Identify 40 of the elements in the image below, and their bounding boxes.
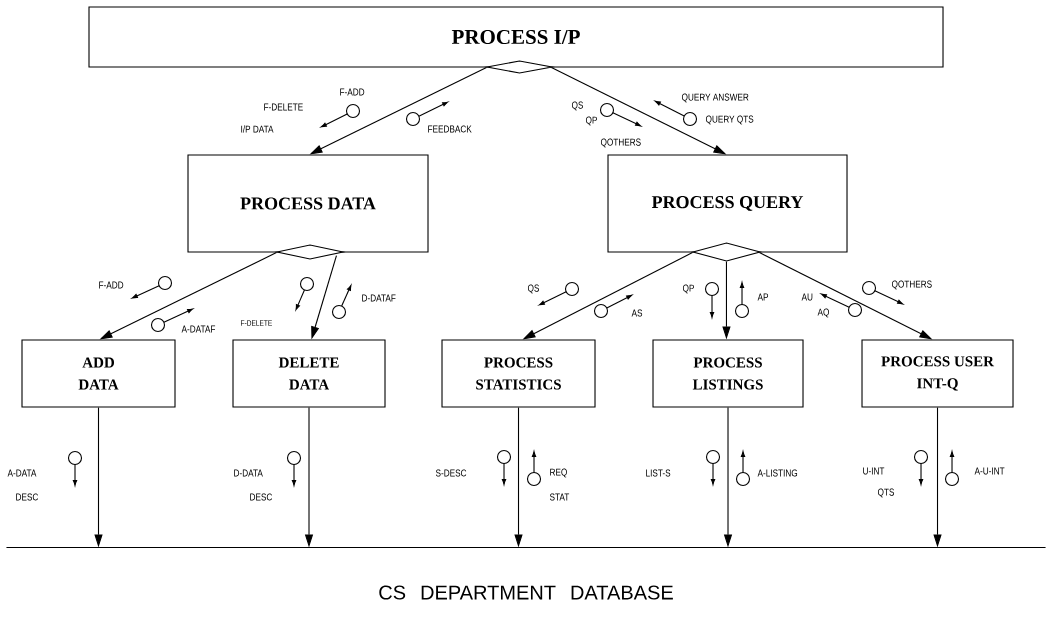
process-box: PROCESS USER INT-Q xyxy=(861,339,1014,408)
couple-label: QOTHERS xyxy=(891,280,932,290)
process-box: PROCESS LISTINGS xyxy=(652,339,804,408)
couple-label: F-DELETE xyxy=(264,103,303,111)
couple-label: A-LISTING xyxy=(757,469,798,477)
couple-label: F-ADD xyxy=(99,281,124,289)
couple-label: F-ADD xyxy=(340,88,365,96)
process-box: PROCESS I/P xyxy=(88,6,944,74)
couple-label: D-DATAF xyxy=(362,294,396,302)
couple-label: FEEDBACK xyxy=(428,125,472,133)
couple-label: S-DESC xyxy=(435,469,467,477)
couple-label: AQ xyxy=(817,308,829,318)
couple-label: AP xyxy=(757,293,769,301)
couple-label: U-INT xyxy=(863,467,885,475)
couple-label: A-DATAF xyxy=(181,325,216,333)
couple-label: DESC xyxy=(250,493,273,501)
process-box: PROCESS STATISTICS xyxy=(441,339,596,408)
couple-label: A-DATA xyxy=(7,469,37,477)
couple-label: F-DELETE xyxy=(241,320,272,326)
couple-label: LIST-S xyxy=(646,469,671,477)
process-box: PROCESS QUERY xyxy=(607,154,848,262)
couple-label: REQ xyxy=(550,468,567,478)
couple-label: QS xyxy=(571,101,584,111)
couple-label: STAT xyxy=(549,493,570,501)
couple-label: QP xyxy=(585,116,597,126)
couple-label: AU xyxy=(801,293,813,301)
couple-label: QUERY ANSWER xyxy=(681,93,749,103)
process-box: ADD DATA xyxy=(21,339,176,408)
process-box: DELETE DATA xyxy=(232,339,386,408)
couple-label: I/P DATA xyxy=(241,125,274,133)
database-band: CS DEPARTMENT DATABASE xyxy=(5,546,1047,600)
couple-label: QUERY QTS xyxy=(705,115,754,125)
couple-label: A-U-INT xyxy=(974,467,1005,475)
couple-label: QTS xyxy=(877,488,895,498)
process-box: PROCESS DATA xyxy=(187,154,429,260)
couple-label: DESC xyxy=(16,493,39,501)
couple-label: AS xyxy=(631,309,643,317)
couple-label: D-DATA xyxy=(234,469,263,477)
couple-label: QP xyxy=(682,284,694,294)
couple-label: QS xyxy=(527,284,540,294)
